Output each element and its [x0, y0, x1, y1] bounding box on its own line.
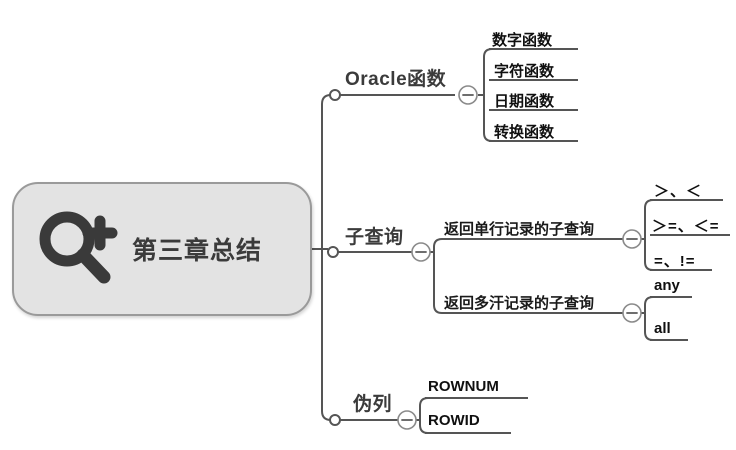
root-node-label: 第三章总结: [132, 237, 263, 265]
magnifier-plus-icon: [30, 201, 126, 297]
branch-2-bracket: [433, 238, 443, 314]
junction-circle-branch-1[interactable]: [329, 89, 341, 101]
leaf-date-functions[interactable]: 日期函数: [494, 93, 555, 110]
branch-3-bracket: [419, 397, 429, 434]
leaf-operator-gt-lt[interactable]: ＞、＜: [654, 183, 703, 200]
junction-circle-branch-3[interactable]: [329, 414, 341, 426]
trunk-to-branch-3: [321, 249, 334, 421]
collapse-toggle-subquery[interactable]: [411, 242, 431, 262]
collapse-toggle-pseudo-columns[interactable]: [397, 410, 417, 430]
leaf-rowid[interactable]: ROWID: [428, 412, 480, 429]
subnode-multi-row-subquery[interactable]: 返回多汗记录的子查询: [444, 295, 595, 312]
collapse-toggle-single-row[interactable]: [622, 229, 642, 249]
leaf-operator-gte-lte[interactable]: ＞=、＜=: [652, 218, 720, 235]
leaf-rownum[interactable]: ROWNUM: [428, 378, 499, 395]
leaf-operator-any[interactable]: any: [654, 277, 680, 294]
branch-label-subquery[interactable]: 子查询: [345, 227, 404, 248]
branch-label-pseudo-columns[interactable]: 伪列: [353, 394, 393, 415]
subnode-single-row-subquery[interactable]: 返回单行记录的子查询: [444, 221, 595, 238]
collapse-toggle-multi-row[interactable]: [622, 303, 642, 323]
leaf-char-functions[interactable]: 字符函数: [494, 63, 555, 80]
branch-2-2-bracket: [644, 296, 654, 341]
leaf-operator-eq-neq[interactable]: =、!=: [654, 253, 696, 270]
branch-label-oracle-functions[interactable]: Oracle函数: [345, 69, 447, 90]
leaf-number-functions[interactable]: 数字函数: [492, 32, 553, 49]
trunk-to-branch-1: [321, 94, 334, 249]
leaf-operator-all[interactable]: all: [654, 320, 671, 337]
root-node[interactable]: 第三章总结: [12, 182, 312, 316]
leaf-conversion-functions[interactable]: 转换函数: [494, 124, 555, 141]
branch-1-bracket: [483, 48, 493, 142]
collapse-toggle-oracle-functions[interactable]: [458, 85, 478, 105]
junction-circle-branch-2[interactable]: [327, 246, 339, 258]
